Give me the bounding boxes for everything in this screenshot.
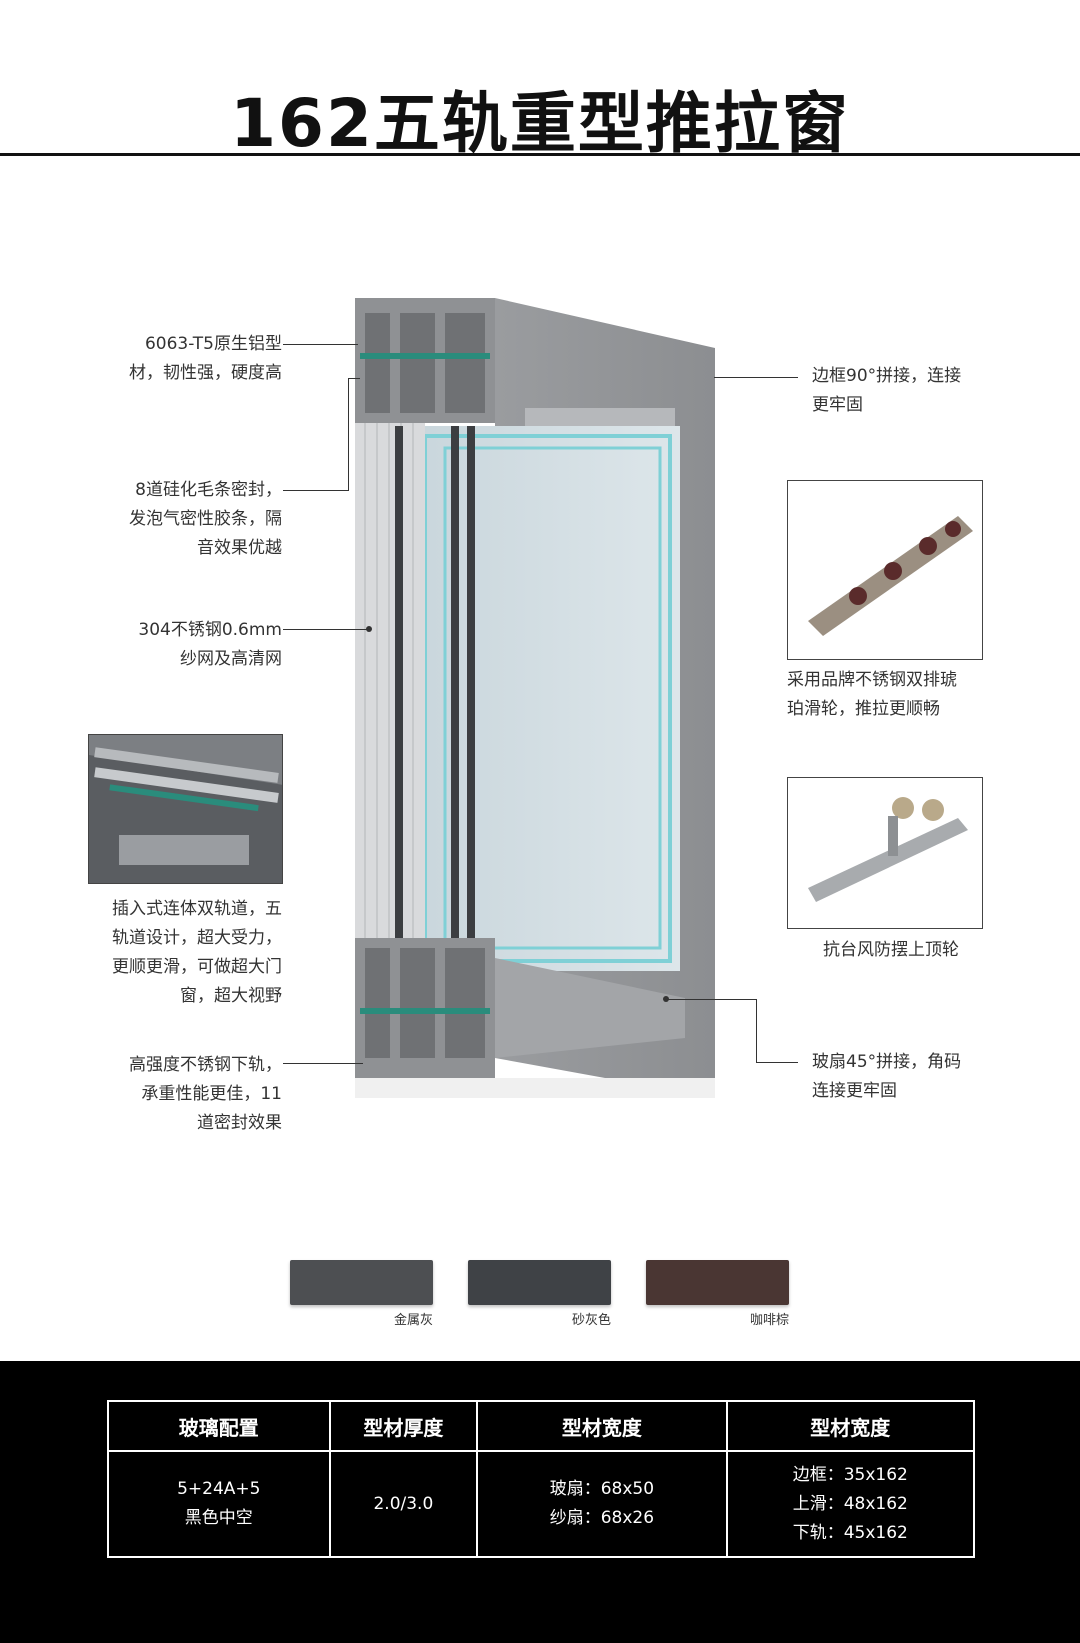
leader-seal-tip (348, 378, 360, 379)
spec-value-row: 5+24A+5 黑色中空 2.0/3.0 玻扇：68x50 纱扇：68x26 边… (107, 1450, 976, 1558)
title-divider (0, 153, 1080, 156)
rail-detail-photo (88, 734, 283, 884)
spec-header-row: 玻璃配置 型材厚度 型材宽度 型材宽度 (107, 1400, 976, 1452)
roller-wheel-photo (787, 480, 983, 660)
color-label-coffee-brown: 咖啡棕 (749, 1313, 789, 1328)
leader-mesh-dot (366, 626, 372, 632)
note-bottom-rail: 高强度不锈钢下轨， 承重性能更佳，11 道密封效果 (129, 1055, 282, 1133)
note-sash: 玻扇45°拼接，角码 连接更牢固 (812, 1052, 962, 1101)
color-swatch-coffee-brown[interactable] (646, 1260, 789, 1305)
spec-glass-config: 5+24A+5 黑色中空 (107, 1450, 331, 1558)
top-wheel-photo (787, 777, 983, 929)
leader-sash-h1 (667, 999, 757, 1000)
leader-aluminum (283, 344, 358, 345)
note-track: 插入式连体双轨道，五 轨道设计，超大受力， 更顺更滑，可做超大门 窗，超大视野 (112, 899, 282, 1006)
window-profile-illustration (355, 298, 715, 1098)
note-mesh: 304不锈钢0.6mm 纱网及高清网 (138, 620, 282, 669)
leader-mesh (283, 629, 368, 630)
leader-sash-v (756, 999, 757, 1063)
page-title: 162五轨重型推拉窗 (230, 85, 850, 162)
note-frame: 边框90°拼接，连接 更牢固 (812, 366, 962, 415)
note-top-wheel: 抗台风防摆上顶轮 (823, 940, 959, 960)
note-aluminum: 6063-T5原生铝型 材，韧性强，硬度高 (129, 334, 282, 383)
note-roller: 采用品牌不锈钢双排琥 珀滑轮，推拉更顺畅 (787, 670, 957, 719)
spec-sash-width: 玻扇：68x50 纱扇：68x26 (476, 1450, 728, 1558)
leader-sash-h2 (756, 1062, 798, 1063)
color-swatch-sand-gray[interactable] (468, 1260, 611, 1305)
color-label-metal-gray: 金属灰 (393, 1313, 433, 1328)
spec-header-sash-width: 型材宽度 (476, 1400, 728, 1452)
color-label-sand-gray: 砂灰色 (571, 1313, 611, 1328)
note-seal: 8道硅化毛条密封， 发泡气密性胶条，隔 音效果优越 (129, 480, 282, 558)
color-swatch-metal-gray[interactable] (290, 1260, 433, 1305)
spec-frame-width: 边框：35x162 上滑：48x162 下轨：45x162 (725, 1450, 976, 1558)
leader-sash-dot (663, 996, 669, 1002)
spec-table: 玻璃配置 型材厚度 型材宽度 型材宽度 5+24A+5 黑色中空 2.0/3.0… (107, 1400, 976, 1558)
leader-bottom-rail (283, 1063, 363, 1064)
spec-thickness: 2.0/3.0 (328, 1450, 479, 1558)
spec-header-glass: 玻璃配置 (107, 1400, 331, 1452)
leader-seal-v (348, 378, 349, 491)
spec-header-thickness: 型材厚度 (328, 1400, 479, 1452)
leader-seal-h (283, 490, 348, 491)
spec-header-frame-width: 型材宽度 (725, 1400, 976, 1452)
leader-frame (714, 377, 798, 378)
